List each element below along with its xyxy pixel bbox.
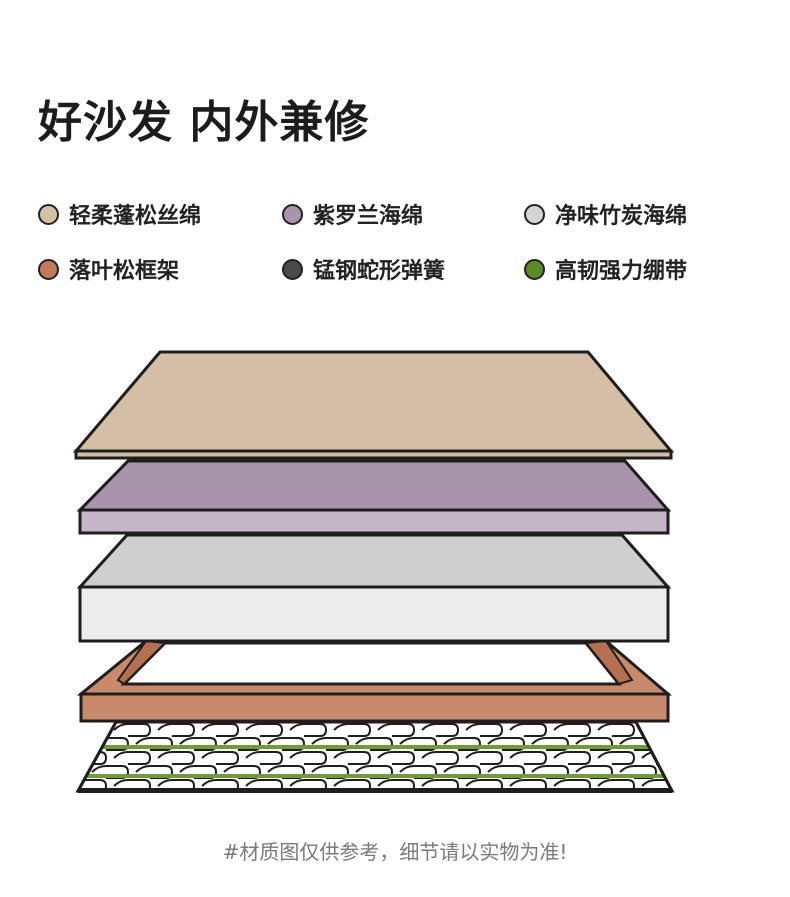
spring-coil (289, 751, 328, 765)
spring-coil (553, 723, 592, 737)
spring-coil (465, 723, 504, 737)
spring-base-layer (75, 720, 722, 793)
strap-band (78, 774, 672, 778)
spring-coil (157, 751, 196, 765)
spring-coil (597, 723, 636, 737)
legend-label: 高韧强力绷带 (555, 259, 688, 284)
spring-coil (686, 780, 722, 792)
spring-coil (509, 723, 548, 737)
spring-coil (245, 751, 284, 765)
spring-coil (78, 751, 108, 765)
spring-coil (377, 723, 416, 737)
frame-front-face (79, 692, 670, 723)
charcoal-foam-top (76, 533, 672, 589)
strap-swatch-icon (524, 258, 545, 280)
charcoal-foam-front (78, 585, 670, 643)
spring-coil (641, 723, 672, 737)
fiber-swatch-icon (38, 203, 59, 225)
legend-label: 净味竹炭海绵 (555, 204, 688, 229)
frame-opening (120, 641, 623, 686)
legend-item-violet-foam: 紫罗兰海绵 (282, 196, 423, 232)
spring-swatch-icon (282, 258, 303, 280)
spring-coil (78, 723, 108, 737)
legend-label: 落叶松框架 (69, 259, 180, 284)
spring-coil (201, 751, 240, 765)
spring-coil (421, 723, 460, 737)
spring-coil (289, 723, 328, 737)
fiber-wadding-top (72, 350, 675, 453)
spring-coil (686, 752, 722, 764)
spring-coil (663, 765, 672, 779)
legend-label: 轻柔蓬松丝绵 (69, 204, 202, 229)
page-title: 好沙发 内外兼修 (38, 97, 370, 148)
legend-item-strap: 高韧强力绷带 (524, 251, 687, 287)
disclaimer-note: #材质图仅供参考，细节请以实物为准! (222, 840, 568, 864)
spring-coil (641, 751, 672, 765)
spring-coil (641, 779, 672, 791)
violet-foam-layer (76, 459, 672, 535)
violet-foam-front (78, 508, 670, 535)
legend-label: 锰钢蛇形弹簧 (313, 259, 446, 284)
spring-coil (157, 723, 196, 737)
larch-frame-layer (76, 639, 673, 723)
spring-coil (333, 723, 372, 737)
spring-coil (686, 724, 722, 736)
larch-frame-swatch-icon (38, 258, 59, 280)
charcoal-foam-swatch-icon (524, 203, 545, 225)
violet-foam-top (76, 459, 672, 512)
legend-item-larch-frame: 落叶松框架 (38, 251, 179, 287)
charcoal-foam-layer (76, 533, 672, 643)
spring-coil (333, 751, 372, 765)
legend-label: 紫罗兰海绵 (313, 204, 424, 229)
fiber-wadding-edge (74, 449, 673, 460)
fiber-wadding-layer (72, 350, 675, 460)
spring-base-edge (78, 788, 672, 793)
spring-coil (113, 723, 152, 737)
spring-coil (663, 737, 672, 751)
spring-coil (421, 751, 460, 765)
violet-foam-swatch-icon (282, 203, 303, 225)
spring-coil (597, 751, 636, 765)
legend-item-spring: 锰钢蛇形弹簧 (282, 251, 445, 287)
legend-item-charcoal-foam: 净味竹炭海绵 (524, 196, 687, 232)
spring-coil (465, 751, 504, 765)
strap-band (78, 745, 672, 749)
spring-coil (201, 723, 240, 737)
spring-coil (377, 751, 416, 765)
spring-coil (113, 751, 152, 765)
legend-item-fiber: 轻柔蓬松丝绵 (38, 196, 201, 232)
spring-coil (509, 751, 548, 765)
elastic-straps (78, 745, 672, 778)
spring-coil (553, 751, 592, 765)
spring-coil (245, 723, 284, 737)
